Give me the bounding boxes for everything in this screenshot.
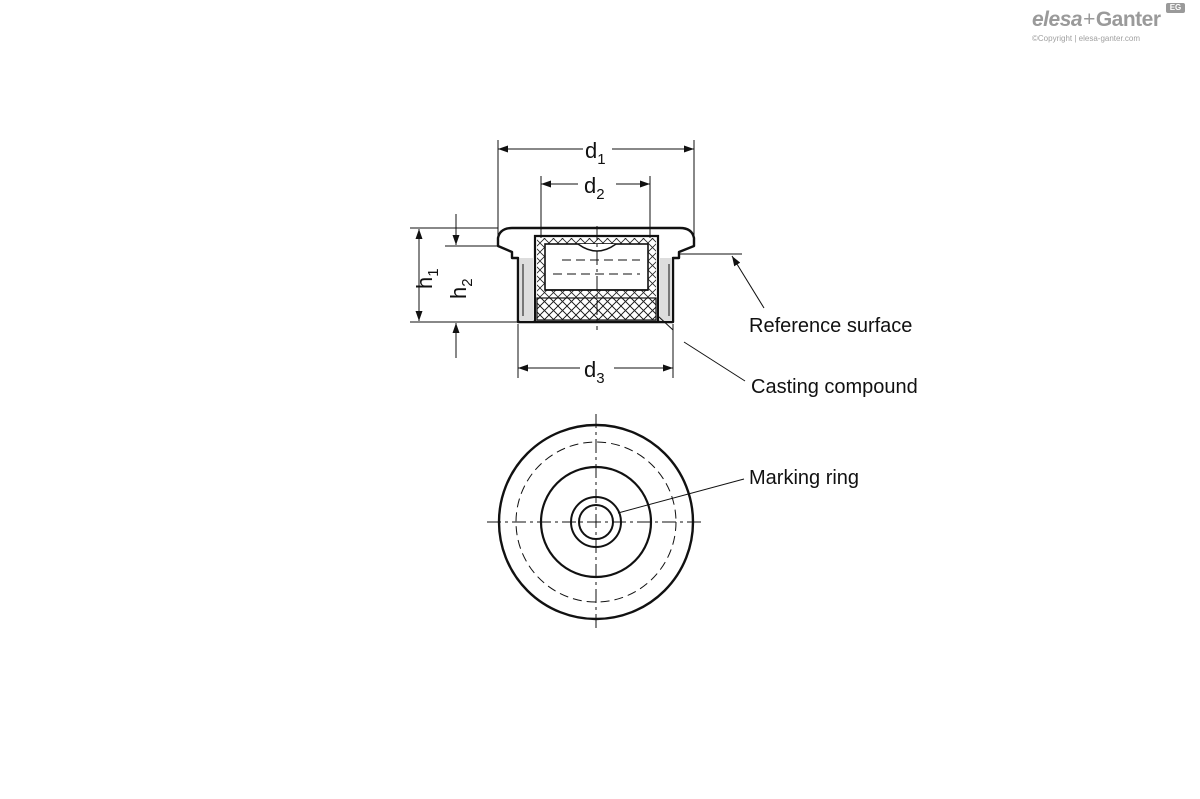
dim-h1-label: h1 xyxy=(412,268,442,289)
logo-badge: EG xyxy=(1166,3,1185,13)
callout-marking-ring: Marking ring xyxy=(749,467,859,489)
section-view: d1 d2 d3 h1 h2 Reference surface Casting… xyxy=(410,138,918,398)
housing-outline xyxy=(496,226,696,324)
marking-ring-outer xyxy=(570,496,622,548)
dim-d1-label: d1 xyxy=(585,138,606,168)
callout-reference-surface: Reference surface xyxy=(749,315,912,337)
housing-wall-left xyxy=(520,258,533,321)
marking-ring-inner xyxy=(578,504,614,540)
top-view: Marking ring xyxy=(487,414,859,630)
logo-brand-plus: + xyxy=(1083,8,1095,31)
hidden-contour xyxy=(515,441,677,603)
outer-rim xyxy=(497,423,695,621)
logo-copyright: ©Copyright | elesa-ganter.com xyxy=(1032,34,1141,43)
logo-brand-elesa: elesa xyxy=(1032,8,1083,31)
callout-casting-compound: Casting compound xyxy=(751,376,918,398)
housing-wall-right xyxy=(660,258,672,321)
dim-d2-label: d2 xyxy=(584,173,605,203)
elesa-ganter-logo: elesa+Ganter xyxy=(1032,8,1161,32)
window-circle xyxy=(539,465,653,579)
logo-brand-ganter: Ganter xyxy=(1095,8,1161,31)
dim-d3-label: d3 xyxy=(584,357,605,387)
dim-h2-label: h2 xyxy=(446,278,476,299)
